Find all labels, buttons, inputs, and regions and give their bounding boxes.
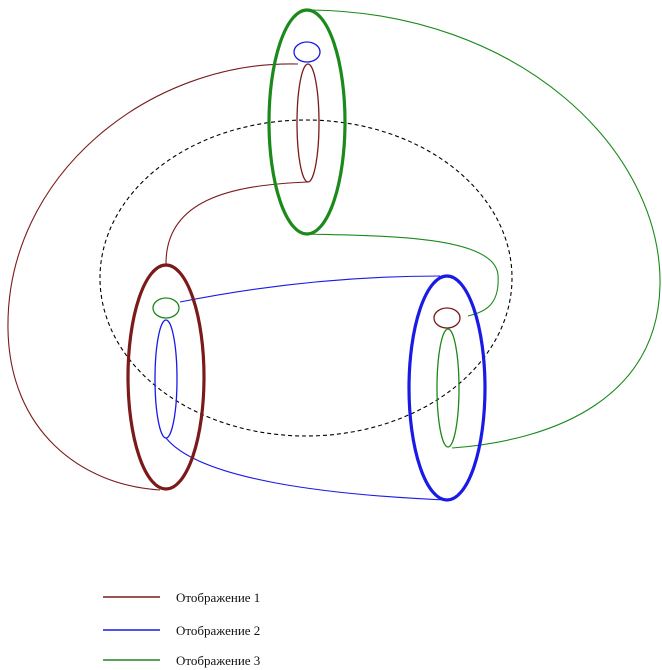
top-handle-small-circle: [293, 41, 321, 63]
map2-upper-link: [179, 275, 441, 303]
map3-inner-link: [305, 233, 499, 317]
top-handle-inner-loop: [296, 63, 320, 183]
legend-item-map1: Отображение 1: [103, 590, 260, 605]
map2-lower-link: [165, 437, 447, 501]
legend-item-map3: Отображение 3: [103, 653, 260, 668]
legend-label-map3: Отображение 3: [176, 653, 260, 668]
right-handle-small-circle: [433, 307, 461, 329]
right-handle-inner-loop: [436, 328, 460, 448]
left-handle-inner-loop: [154, 319, 178, 439]
dashed-guide-ring: [99, 119, 513, 437]
left-handle-small-circle: [152, 297, 180, 319]
map3-outer-loop: [309, 9, 661, 449]
right-handle-ring: [407, 274, 487, 502]
legend-label-map2: Отображение 2: [176, 623, 260, 638]
map1-outer-loop: [7, 63, 299, 491]
top-handle-ring: [267, 8, 347, 236]
legend: Отображение 1 Отображение 2 Отображение …: [103, 590, 260, 668]
legend-label-map1: Отображение 1: [176, 590, 260, 605]
legend-item-map2: Отображение 2: [103, 623, 260, 638]
map1-inner-link: [165, 181, 309, 266]
left-handle-ring: [126, 263, 206, 491]
